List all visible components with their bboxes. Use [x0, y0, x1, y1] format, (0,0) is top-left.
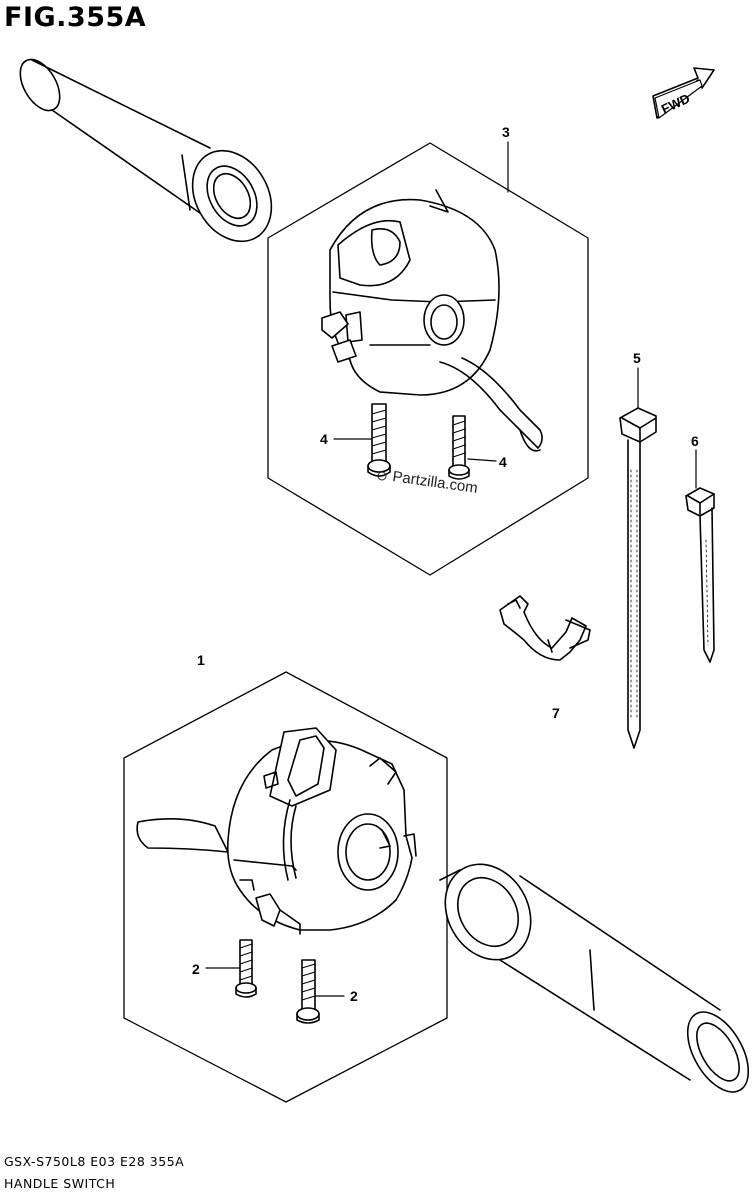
footer-diagram-code: GSX-S750L8 E03 E28 355A — [4, 1154, 185, 1169]
callout-2-left: 2 — [192, 961, 200, 977]
left-grip — [19, 58, 273, 243]
callout-5: 5 — [633, 350, 641, 366]
callout-6: 6 — [691, 433, 699, 449]
screw-4-left — [367, 403, 391, 477]
right-grip — [439, 863, 750, 1093]
cable-tie-5 — [619, 407, 657, 749]
cable-tie-6 — [685, 487, 715, 663]
group-outline-1 — [123, 671, 448, 1103]
right-handle-switch — [321, 189, 543, 452]
callout-4-left: 4 — [320, 431, 328, 447]
footer-diagram-name: HANDLE SWITCH — [4, 1176, 116, 1191]
left-handle-switch — [136, 727, 417, 935]
screw-2-left — [235, 939, 257, 998]
screw-2-right — [296, 959, 320, 1024]
leader-lines — [205, 141, 697, 997]
fwd-arrow-icon — [652, 67, 715, 119]
callout-4-right: 4 — [499, 454, 507, 470]
group-outline-3 — [267, 142, 589, 576]
clamp-7 — [499, 595, 591, 661]
figure-title: FIG.355A — [4, 2, 147, 33]
callout-7: 7 — [552, 705, 560, 721]
screw-4-right — [448, 415, 470, 480]
callout-2-right: 2 — [350, 988, 358, 1004]
callout-1: 1 — [197, 652, 205, 668]
callout-3: 3 — [502, 124, 510, 140]
